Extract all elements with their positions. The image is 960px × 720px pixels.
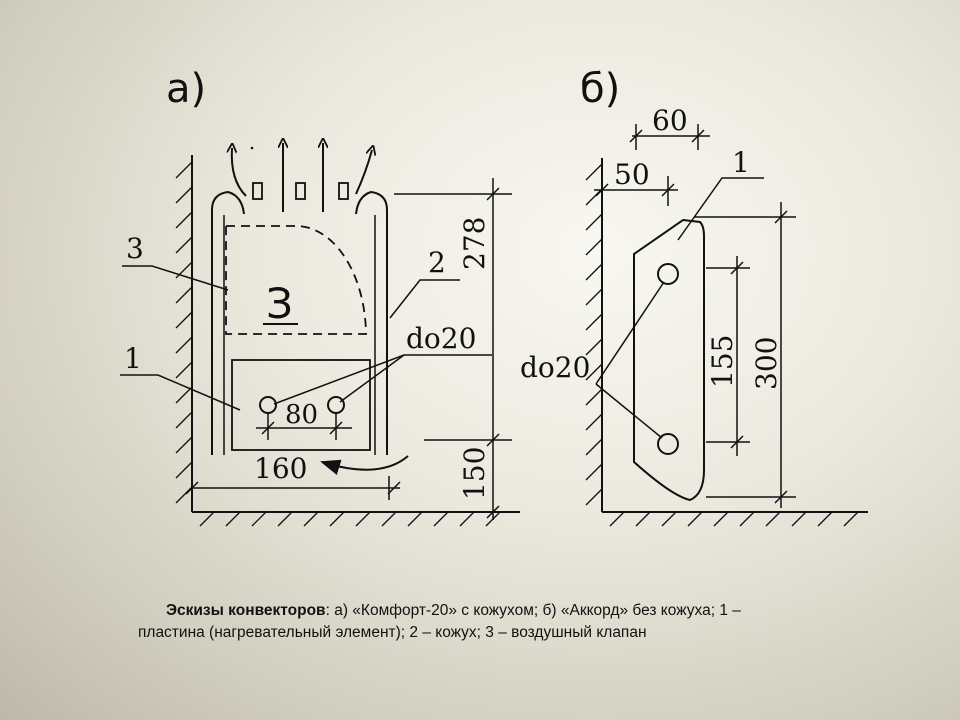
callout-1-leader-b — [677, 177, 764, 241]
pipe-hole — [327, 396, 345, 414]
panel-b — [585, 124, 868, 527]
do20-leader-b — [595, 281, 665, 385]
dim-80-label: 80 — [285, 400, 318, 430]
pipe-hole — [657, 263, 679, 285]
caption-text: : а) «Комфорт-20» с кожухом; б) «Аккорд»… — [138, 602, 741, 641]
callout-3-leader — [122, 265, 229, 291]
dim-60-label: 60 — [652, 104, 688, 137]
do20-leader — [273, 354, 492, 405]
callout-1-leader — [120, 374, 241, 411]
do20-label-a: do20 — [406, 322, 476, 355]
callout-3-label: 3 — [126, 232, 144, 265]
airflow-arrow — [355, 150, 372, 195]
dim-160-label: 160 — [254, 452, 307, 485]
dim-155-label: 155 — [706, 335, 739, 388]
panel-a-label: а) — [166, 66, 206, 112]
casing-left-outer — [211, 190, 245, 455]
callout-1-label: 1 — [124, 342, 142, 375]
callout-1-label-b: 1 — [732, 146, 750, 179]
vent-slot — [295, 182, 306, 200]
vent-slot — [252, 182, 263, 200]
heating-plate-a — [231, 359, 371, 451]
heating-plate-b — [633, 218, 705, 502]
do20-label-b: do20 — [520, 351, 590, 384]
callout-2-label: 2 — [428, 246, 446, 279]
dim-278-label: 278 — [458, 217, 491, 270]
wall-b-hatch — [585, 163, 603, 506]
figure-caption: Эскизы конвекторов: а) «Комфорт-20» с ко… — [138, 600, 798, 644]
wall-a-hatch — [175, 161, 193, 504]
floor-a-hatch — [199, 511, 501, 527]
casing-right-outer — [355, 190, 388, 455]
pipe-hole — [657, 433, 679, 455]
floor-b-hatch — [609, 511, 859, 527]
air-valve-outline — [225, 225, 367, 335]
dim-300-label: 300 — [750, 337, 783, 390]
dim-50-label: 50 — [614, 158, 650, 191]
dim-150-label: 150 — [458, 447, 491, 500]
panel-b-label: б) — [580, 66, 620, 112]
panel-a — [120, 143, 520, 527]
airflow-arrow — [232, 148, 247, 197]
vent-slot — [338, 182, 349, 200]
callout-2-leader — [389, 279, 460, 319]
pipe-hole — [259, 396, 277, 414]
air-valve-mark: З — [266, 279, 293, 328]
caption-title: Эскизы конвекторов — [166, 602, 326, 619]
inlet-airflow-arrow — [320, 455, 409, 475]
